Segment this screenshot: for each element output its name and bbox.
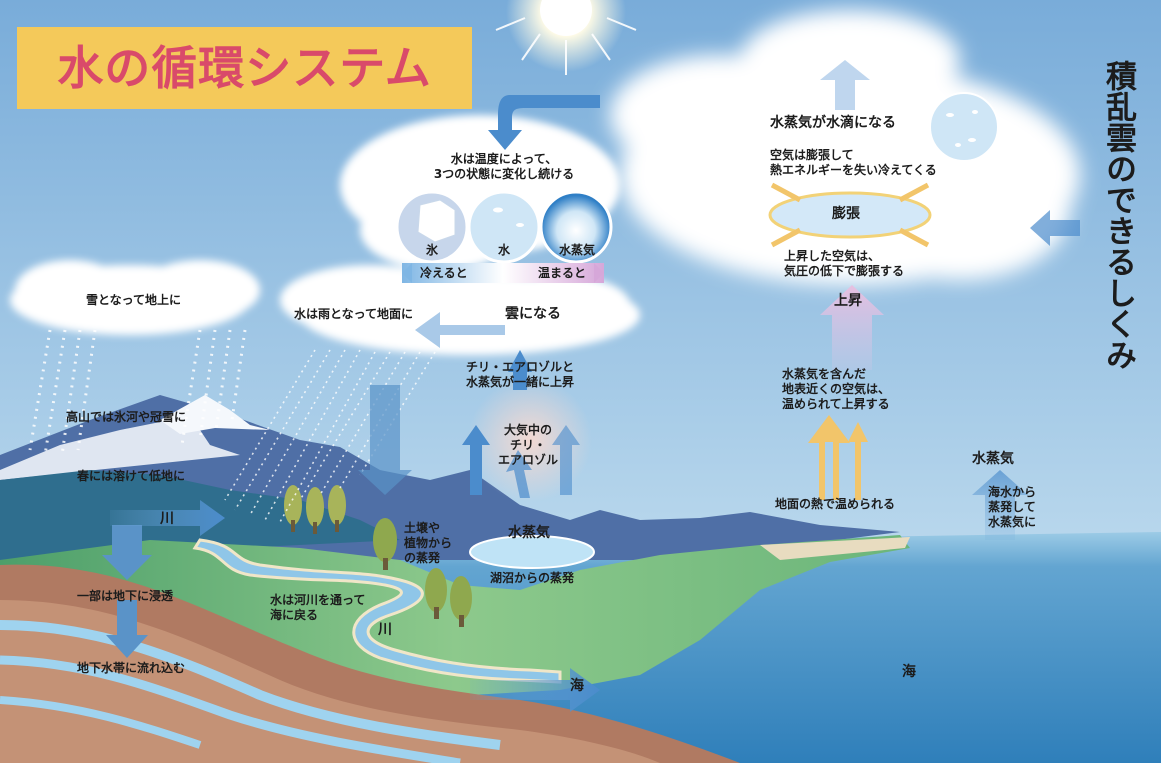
warm-air-label: 水蒸気を含んだ 地表近くの空気は、 温められて上昇する <box>782 367 891 411</box>
expansion-bubble <box>768 182 932 248</box>
rain-label: 水は雨となって地面に <box>294 307 414 321</box>
page-title: 水の循環システム <box>57 41 432 95</box>
soil-evap-label: 土壌や 植物から の蒸発 <box>404 521 453 565</box>
flow-arrows <box>102 60 1080 712</box>
rise-desc-label: 上昇した空気は、 気圧の低下で膨張する <box>784 249 905 278</box>
lake-evap-label: 湖沼からの蒸発 <box>490 571 575 585</box>
cloud-label: 雲になる <box>505 306 561 322</box>
state-circles <box>395 190 613 283</box>
state-vapor-label: 水蒸気 <box>558 243 595 257</box>
snow-label: 雪となって地上に <box>86 293 182 307</box>
expand-label: 膨張 <box>832 206 860 222</box>
lake <box>469 535 595 569</box>
expand-desc-label: 空気は膨張して 熱エネルギーを失い冷えてくる <box>770 148 937 177</box>
melt-label: 春には溶けて低地に <box>77 469 186 483</box>
river <box>192 538 562 684</box>
state-ice-label: 氷 <box>425 243 438 257</box>
water-droplet-circle <box>929 92 999 162</box>
cool-label: 冷えると <box>420 266 468 280</box>
rise-label: 上昇 <box>834 293 862 309</box>
title-banner <box>17 27 472 109</box>
river-label-1: 川 <box>160 511 174 527</box>
sea-evap-label: 海水から 蒸発して 水蒸気に <box>987 485 1036 529</box>
sun <box>495 0 637 75</box>
warm-label: 温まると <box>538 266 587 280</box>
droplet-label: 水蒸気が水滴になる <box>770 115 896 131</box>
sea-arrow-label: 海 <box>570 678 584 694</box>
vapor-label-right: 水蒸気 <box>972 451 1014 467</box>
infiltrate-label: 一部は地下に浸透 <box>77 589 174 603</box>
aerosol-rise-label: チリ・エアロゾルと 水蒸気が一緒に上昇 <box>466 360 575 389</box>
states-intro: 水は温度によって、 3つの状態に変化し続ける <box>433 152 575 181</box>
sea-label: 海 <box>902 664 916 680</box>
aerosol-label: 大気中の チリ・ エアロゾル <box>497 423 558 467</box>
snow <box>28 329 247 456</box>
groundwater-label: 地下水帯に流れ込む <box>77 661 186 675</box>
left-cloud <box>10 260 260 335</box>
state-water-label: 水 <box>497 243 510 257</box>
side-title: 積乱雲のできるしくみ <box>1100 60 1136 370</box>
glacier-label: 高山では氷河や冠雪に <box>66 410 187 424</box>
ground-heat-label: 地面の熱で温められる <box>775 497 896 511</box>
river-label-2: 川 <box>378 622 392 638</box>
trees <box>284 485 472 627</box>
vapor-label-center: 水蒸気 <box>508 525 550 541</box>
cumulonimbus-cloud <box>610 10 1080 285</box>
river-return-label: 水は河川を通って 海に戻る <box>270 593 366 622</box>
